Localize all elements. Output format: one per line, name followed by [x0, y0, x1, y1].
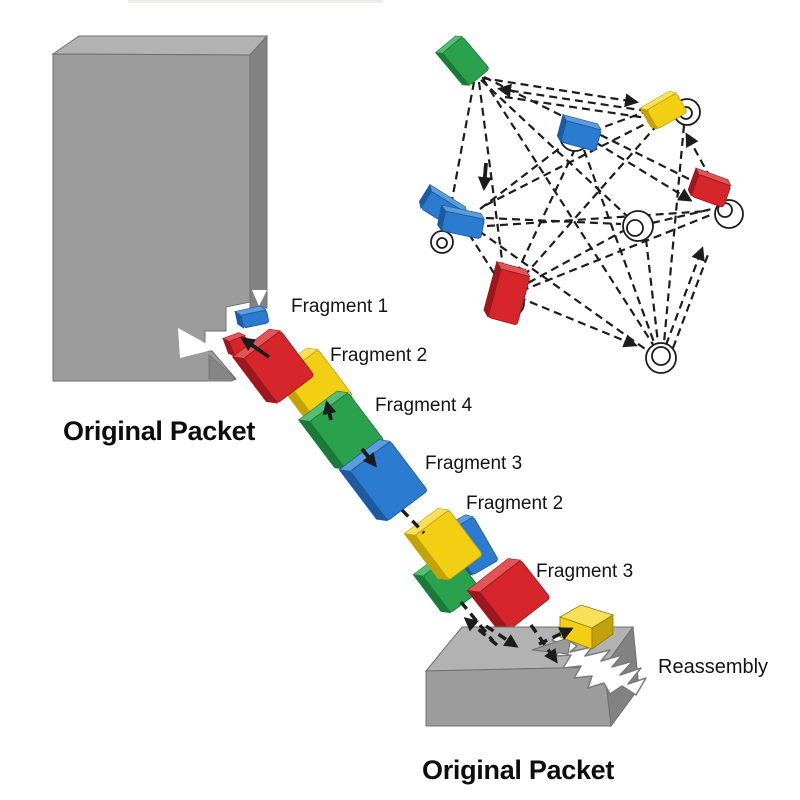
net-red-tall-fragment [483, 260, 531, 325]
bounce-arrow-down-right [485, 624, 519, 648]
blue-small-fragment [234, 305, 269, 329]
relay-ring-middle [622, 210, 654, 242]
net-yellow-fragment [639, 90, 687, 130]
notch-shadow-face [208, 354, 238, 380]
relay-ring-bottom [645, 342, 677, 374]
net-blue-fragment [556, 113, 602, 152]
cascade-red-2 [466, 558, 550, 631]
bounce-arrow-up-left [463, 617, 499, 647]
mesh-edge-13 [516, 123, 659, 285]
fragment-2b-label: Fragment 2 [466, 493, 563, 514]
cropped-text-artifact [128, 0, 383, 3]
relay-ring-left [430, 230, 454, 254]
mesh-edge-5 [480, 79, 629, 218]
reassembly-crack [551, 633, 647, 696]
mesh-edge-27 [651, 207, 713, 225]
fragment-4-label: Fragment 4 [375, 395, 473, 416]
mesh-edge-25 [582, 149, 657, 346]
mesh-edge-1 [497, 83, 661, 115]
mesh-edge-21 [517, 295, 638, 348]
mesh-down-arrow [477, 162, 492, 191]
dash-green2-down [459, 600, 495, 643]
cascade-arrows [240, 337, 426, 535]
destination-packet-label: Original Packet [422, 755, 614, 785]
arrow-into-yellow-box [538, 627, 574, 646]
notch-arrow [240, 337, 264, 354]
mesh-edge-12 [481, 118, 656, 208]
notch-arrow-tail [258, 348, 270, 359]
mesh-edge-19 [516, 230, 624, 290]
reassembly-label: Reassembly [658, 656, 768, 678]
notch-sliver-cut [178, 328, 216, 358]
mesh-edge-6 [482, 78, 655, 347]
mesh-edge-23 [664, 246, 705, 346]
arrow-green-to-yellow [322, 400, 337, 421]
cascade-yellow-2 [403, 508, 482, 581]
mesh-edge-10 [592, 108, 651, 133]
fragment-3b-label: Fragment 3 [536, 561, 633, 582]
fragment-2-label: Fragment 2 [330, 345, 427, 366]
fragment-3-label: Fragment 3 [425, 453, 522, 474]
fragment-1-label: Fragment 1 [291, 296, 388, 317]
arrow-green-to-blue [360, 447, 377, 468]
mesh-edge-26 [662, 124, 686, 344]
notch-nick-cut [252, 290, 267, 306]
mesh-edge-8 [479, 140, 570, 210]
net-blue-pair-b [437, 204, 486, 239]
reassembled-yellow-fragment [559, 604, 614, 650]
source-packet-box [51, 34, 269, 382]
mesh-edge-20 [520, 212, 714, 293]
mesh-edge-22 [644, 238, 660, 344]
diagram-labels: Fragment 1 Fragment 2 Fragment 4 Fragmen… [63, 296, 768, 785]
mesh-edge-4 [477, 81, 507, 284]
destination-front-face [425, 666, 612, 727]
mesh-edge-9 [512, 148, 576, 282]
mesh-edge-11 [594, 141, 693, 202]
destination-packet-box [424, 604, 647, 728]
mesh-edge-24 [671, 251, 711, 349]
source-packet-label: Original Packet [63, 416, 255, 446]
net-red-fragment [687, 167, 732, 208]
mesh-edge-16 [486, 209, 709, 228]
mesh-edge-17 [478, 230, 649, 352]
source-packet-front-face [52, 53, 251, 382]
network-fragment-nodes [418, 35, 732, 325]
source-packet-top-face [51, 35, 269, 56]
mesh-edge-3 [450, 81, 476, 201]
dash-blue-to-yellow2 [400, 508, 426, 535]
net-green-fragment [434, 35, 489, 86]
cascade-red-1 [231, 328, 314, 404]
reassembly-arrows [459, 600, 574, 664]
source-packet-side-face [249, 34, 268, 309]
